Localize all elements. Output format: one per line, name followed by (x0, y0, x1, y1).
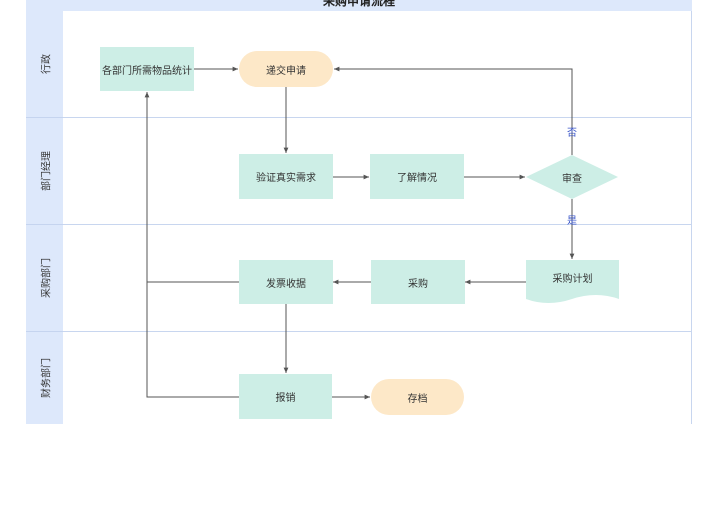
node-item-stats[interactable]: 各部门所需物品统计 (100, 47, 194, 91)
node-reimburse[interactable]: 报销 (239, 374, 332, 419)
diagram-title-bar: 采购申请流程 (26, 0, 692, 11)
arrow-reimburse-to-stats (144, 92, 239, 398)
plan-document-shape (526, 260, 619, 303)
review-diamond-shape (526, 155, 618, 199)
arrow-review-no-to-submit (334, 66, 573, 155)
node-invoice-receipt[interactable]: 发票收据 (239, 260, 333, 304)
node-purchase-plan[interactable]: 采购计划 (552, 273, 593, 285)
node-submit-request[interactable]: 递交申请 (239, 51, 333, 87)
node-verify-need[interactable]: 验证真实需求 (239, 154, 333, 199)
connector-label-no: 否 (567, 128, 577, 139)
node-understand-situation[interactable]: 了解情况 (370, 154, 464, 199)
lane-label-admin: 行政 (26, 11, 63, 118)
lane-label-finance: 财务部门 (26, 332, 63, 424)
lane-label-manager: 部门经理 (26, 118, 63, 225)
diagram-title: 采购申请流程 (322, 0, 395, 8)
lane-label-purchasing: 采购部门 (26, 225, 63, 332)
connector-label-yes: 是 (567, 216, 577, 227)
node-archive[interactable]: 存档 (371, 379, 464, 415)
node-purchase[interactable]: 采购 (371, 260, 465, 304)
node-review-decision[interactable]: 审查 (562, 173, 582, 185)
